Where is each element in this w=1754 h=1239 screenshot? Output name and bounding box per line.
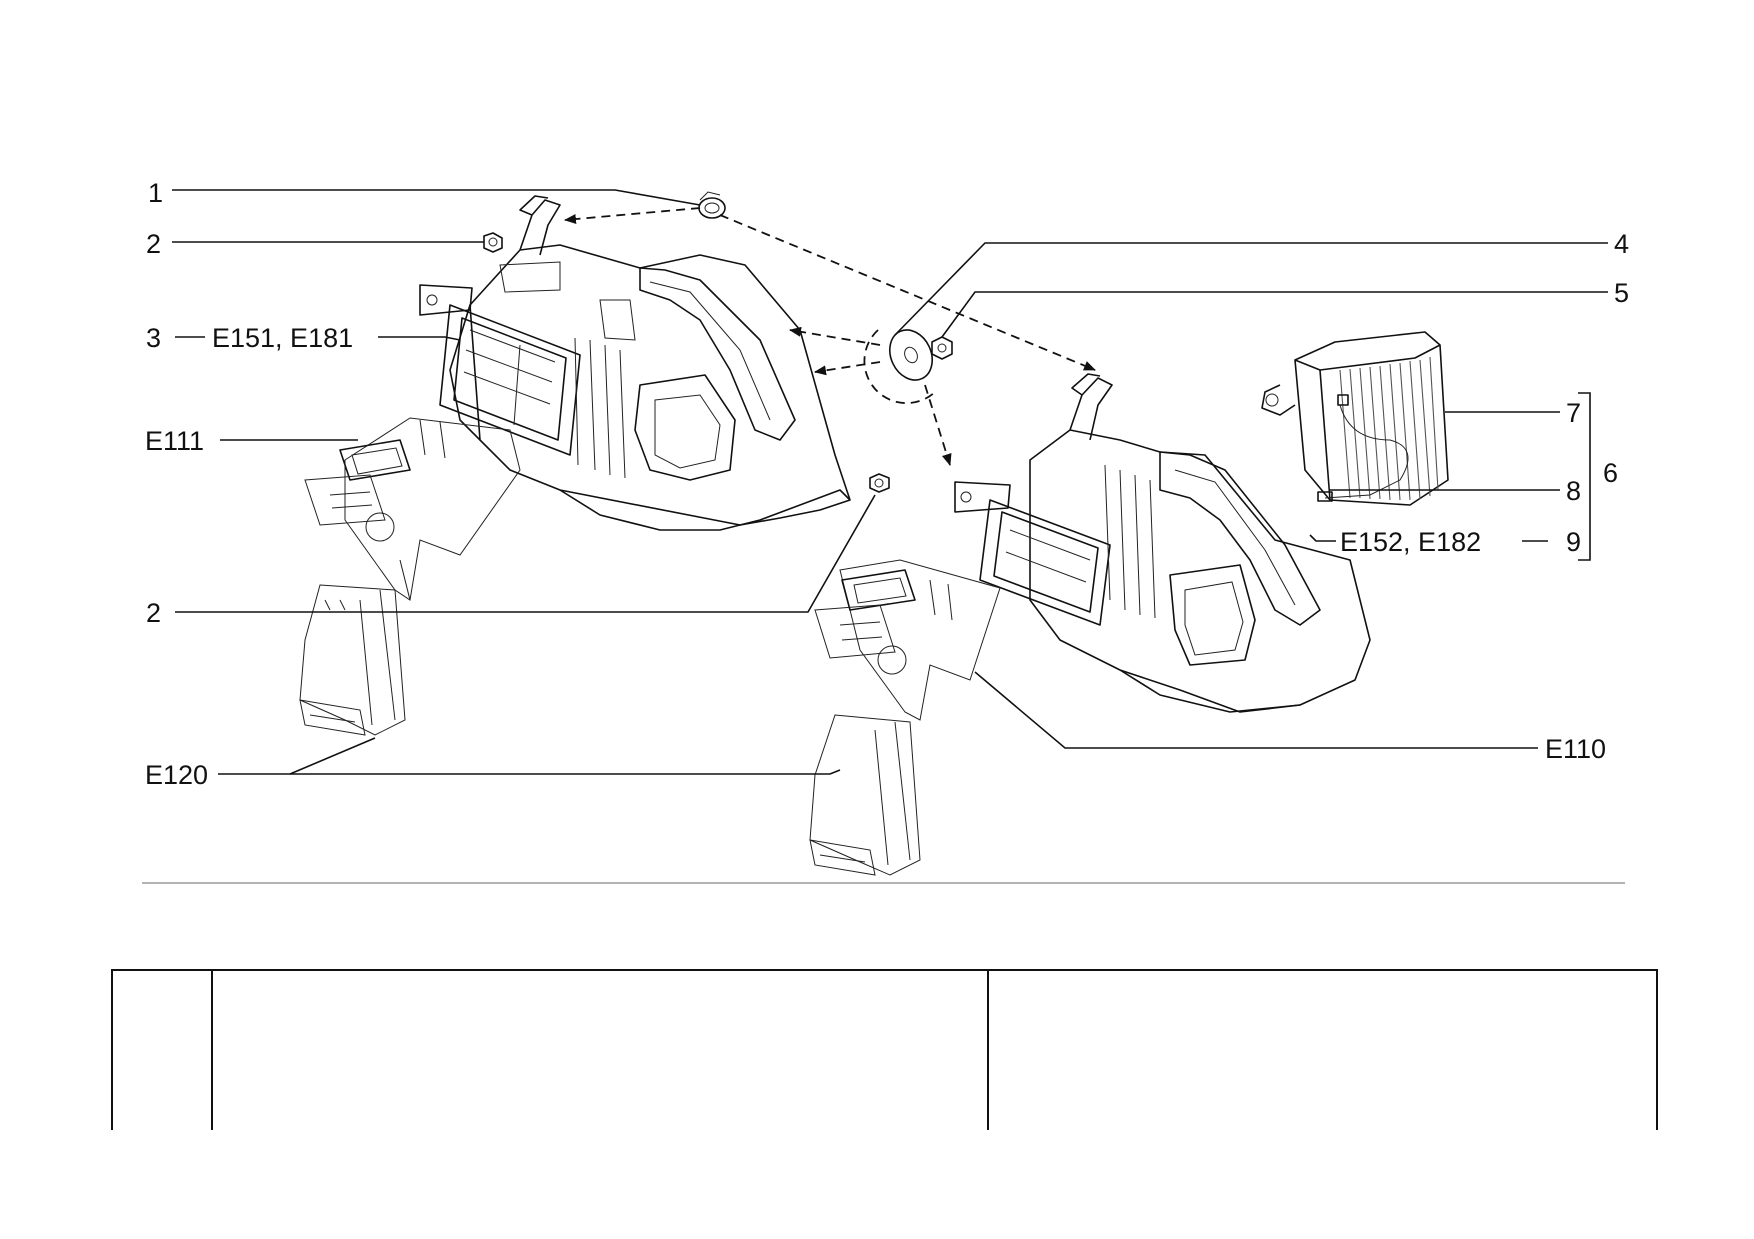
hose-clamp-icon [698,191,726,219]
nut-part-5 [931,336,953,360]
callout-6: 6 [1603,458,1618,488]
callout-8: 8 [1566,476,1581,506]
callout-9: 9 [1566,527,1581,557]
heater-unit-icon [954,373,1371,713]
air-duct-icon [304,417,521,601]
callout-5: 5 [1614,278,1629,308]
air-duct-right-upper [814,559,1001,721]
callout-3: 3 [146,323,161,353]
air-duct-right-lower [809,714,921,876]
callout-e120: E120 [145,760,208,790]
air-duct-icon [809,714,921,876]
assembly-arrows [564,207,1096,466]
callout-4: 4 [1614,229,1629,259]
evaporator-part [1261,331,1449,506]
hose-clamp-part [698,191,726,219]
callout-labels: 1 2 3 E151, E181 E111 2 E120 4 5 7 6 8 9… [145,178,1629,790]
callout-e110: E110 [1545,734,1606,764]
callout-9-codes: E152, E182 [1340,527,1481,557]
callout-7: 7 [1566,398,1581,428]
air-duct-icon [299,584,406,736]
nut-part-top [483,232,503,253]
leader-lines [172,189,1608,775]
callout-2-bottom: 2 [146,598,161,628]
grouping-arc [863,329,936,405]
nut-icon [483,232,503,253]
heater-unit-right [954,373,1371,713]
air-duct-icon [814,559,1001,721]
air-duct-left-lower [299,584,406,736]
nut-icon [869,473,890,493]
washer-part [889,329,933,381]
callout-3-codes: E151, E181 [212,323,353,353]
air-duct-left-upper [304,417,521,601]
nut-part-bottom [869,473,890,493]
washer-icon [889,329,933,381]
nut-icon [931,336,953,360]
heater-unit-left [419,195,851,531]
evaporator-icon [1261,331,1449,506]
heater-unit-icon [419,195,851,531]
callout-e111: E111 [145,426,204,456]
callout-2-top: 2 [146,229,161,259]
callout-1: 1 [148,178,163,208]
parts-table-frame [111,969,1658,1130]
